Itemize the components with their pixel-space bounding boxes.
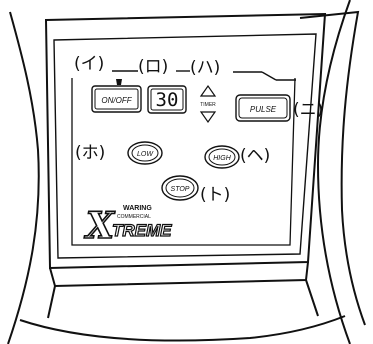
low-button[interactable]: LOW <box>127 141 163 165</box>
annotation-i: (イ) <box>74 54 104 74</box>
timer-display: 30 <box>147 85 187 114</box>
housing-outline <box>7 0 366 344</box>
annotation-ni: (ニ) <box>293 100 323 120</box>
high-button[interactable]: HIGH <box>204 145 240 169</box>
logo-x: X <box>84 205 116 247</box>
pulse-label: PULSE <box>250 105 277 114</box>
annotation-ho: (ホ) <box>75 143 105 163</box>
timer-up-button[interactable] <box>199 84 217 97</box>
annotation-leaders <box>112 70 296 81</box>
annotation-he: (ヘ) <box>240 146 270 166</box>
label-border <box>71 77 296 246</box>
logo-brand: WARING <box>123 205 152 212</box>
timer-label: TIMER <box>200 102 216 108</box>
stop-button[interactable]: STOP <box>161 175 199 201</box>
annotation-ro: (ロ) <box>138 57 168 77</box>
timer-down-button[interactable] <box>199 111 217 124</box>
on-off-button[interactable]: ON/OFF <box>91 85 142 113</box>
on-off-label: ON/OFF <box>101 96 132 105</box>
annotation-ha: (ハ) <box>190 58 220 78</box>
high-label: HIGH <box>213 155 231 162</box>
power-indicator-light <box>116 79 122 85</box>
low-label: LOW <box>137 151 154 158</box>
pulse-button[interactable]: PULSE <box>235 94 291 122</box>
display-value: 30 <box>156 89 179 111</box>
logo-word: TREME <box>112 221 172 240</box>
stop-label: STOP <box>171 186 190 193</box>
annotation-to: (ト) <box>200 185 230 205</box>
logo-sub: COMMERCIAL <box>117 214 151 220</box>
waring-xtreme-logo: X WARING COMMERCIAL TREME <box>83 204 173 248</box>
